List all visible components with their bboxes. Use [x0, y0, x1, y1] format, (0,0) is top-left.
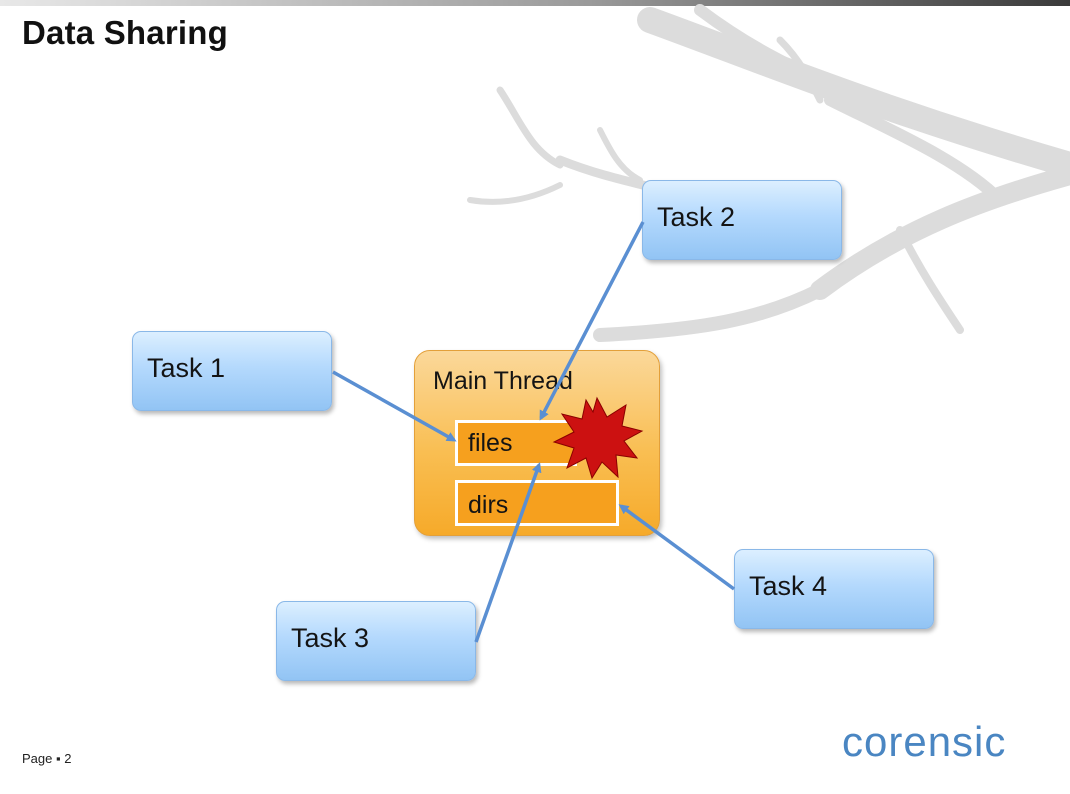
- main-thread-label: Main Thread: [433, 367, 573, 395]
- main-thread-box: Main Thread files dirs: [414, 350, 660, 536]
- task-2-box: Task 2: [642, 180, 842, 260]
- starburst-icon: [552, 396, 644, 480]
- corensic-logo: corensic: [842, 718, 1007, 765]
- dirs-field: dirs: [455, 480, 619, 526]
- arrow-task2-to-files: [539, 221, 645, 421]
- top-bar: [0, 0, 1070, 6]
- page-number: Page ▪ 2: [22, 751, 72, 766]
- task-1-box: Task 1: [132, 331, 332, 411]
- task-3-box: Task 3: [276, 601, 476, 681]
- arrow-task4-to-dirs: [618, 504, 736, 591]
- arrow-task3-to-files: [474, 462, 542, 643]
- slide-title: Data Sharing: [22, 14, 228, 51]
- task-4-box: Task 4: [734, 549, 934, 629]
- arrow-task1-to-files: [332, 370, 457, 442]
